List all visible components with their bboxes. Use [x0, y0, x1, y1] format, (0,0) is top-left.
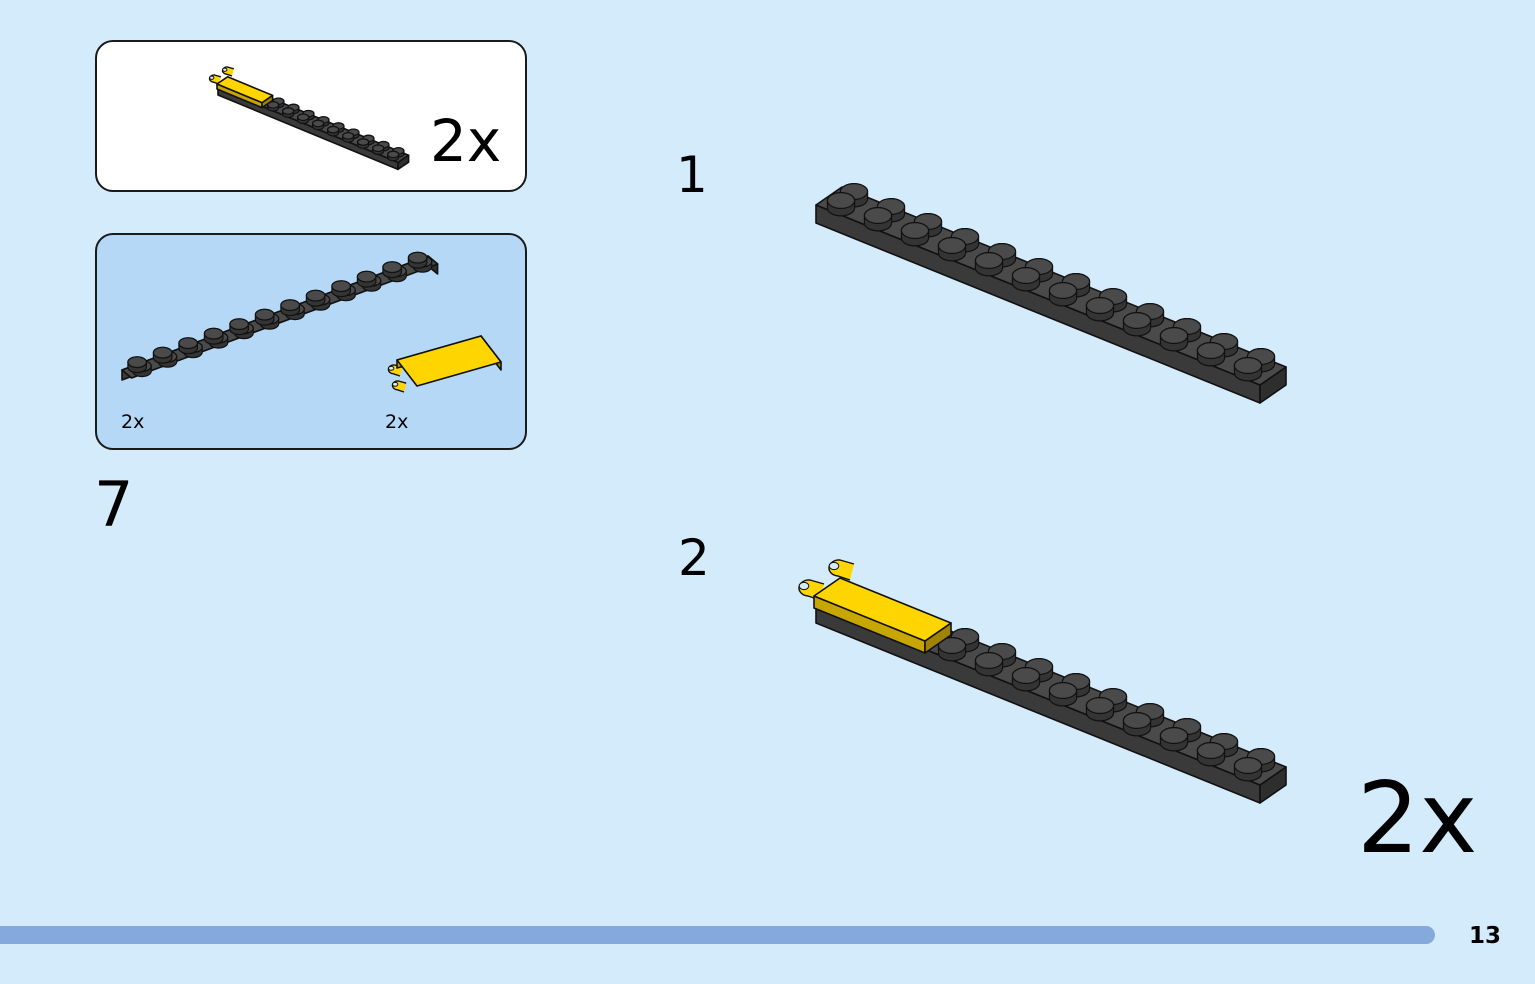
step-number: 7	[94, 468, 134, 541]
part-quantity-plate: 2x	[121, 411, 145, 433]
parts-list-box	[95, 233, 527, 450]
build-multiplier: 2x	[1357, 762, 1478, 876]
result-clip-right	[221, 66, 234, 77]
substep-number-1: 1	[676, 146, 708, 204]
tile-2x3-clips-yellow-icon	[396, 335, 502, 387]
result-tile	[216, 76, 274, 109]
tile-yellow-with-clips	[813, 577, 952, 654]
part-clip-right	[391, 380, 407, 393]
plate-2x12-dark-gray-icon	[121, 251, 439, 381]
part-quantity-tile: 2x	[385, 411, 409, 433]
progress-bar	[0, 926, 1435, 944]
clip-right	[828, 559, 855, 581]
substep-number-2: 2	[678, 529, 710, 587]
result-clip-left	[208, 74, 221, 85]
page-number: 13	[1469, 923, 1502, 949]
plate-2x12-dark-gray	[815, 183, 1287, 404]
result-multiplier: 2x	[430, 107, 502, 175]
